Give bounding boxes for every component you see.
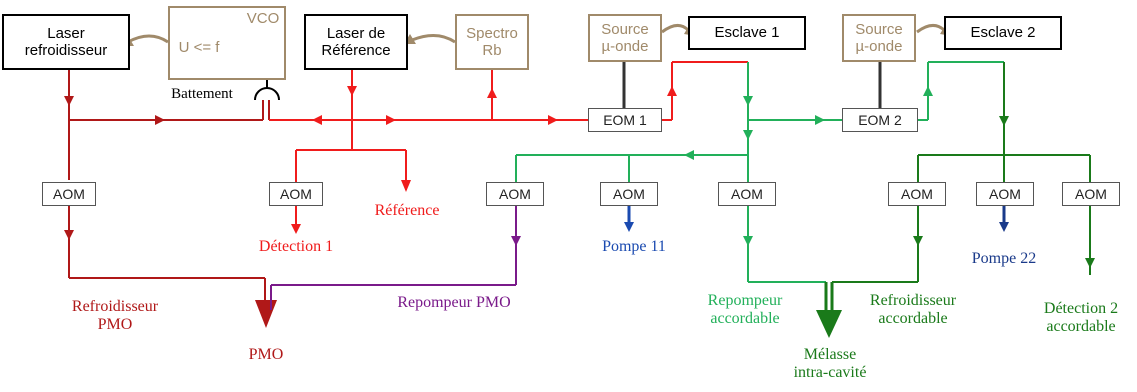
reference-path [269,61,748,232]
aom-cooler-acc: AOM [888,182,946,206]
melasse-label: Mélasse intra-cavité [793,346,867,382]
reference-label: Référence [374,202,440,219]
vco-formula: U <= f [178,39,220,56]
beat-label: Battement [171,86,233,102]
laser-cooler-box: Laser refroidisseur [2,14,130,70]
slave2-box: Esclave 2 [944,16,1062,50]
spectro-box: Spectro Rb [455,14,529,70]
refroidisseur-acc-label: Refroidisseur accordable [869,292,957,328]
slave1-box: Esclave 1 [688,16,806,50]
aom-detection2: AOM [1062,182,1120,206]
cooler-path [68,70,270,320]
repompeur-pmo-label: Repompeur PMO [397,294,511,311]
spectro-to-ref-arrow [411,34,456,44]
aom-repumper-acc: AOM [718,182,776,206]
pmo-label: PMO [248,346,284,363]
source2-to-slave2-arrow [916,24,946,34]
source1-box: Source µ-onde [588,14,662,62]
vco-to-laser-arrow [127,34,169,44]
aom-pompe22: AOM [976,182,1034,206]
aom-detection1: AOM [269,182,323,206]
slave2-path [832,62,1091,283]
detection1-label: Détection 1 [258,238,334,255]
vco-box [168,6,286,80]
laser-ref-box: Laser de Référence [304,14,408,70]
refroidisseur-pmo-label: Refroidisseur PMO [71,298,159,334]
slave1-path [515,61,1004,283]
aom-cooler: AOM [42,182,96,206]
eom2-box: EOM 2 [842,108,918,132]
vco-label: VCO [246,10,280,27]
source1-to-slave1-arrow [661,24,690,34]
repompeur-acc-label: Repompeur accordable [707,292,783,328]
eom1-box: EOM 1 [588,108,662,132]
pompe11-label: Pompe 11 [602,238,666,255]
aom-pompe11: AOM [600,182,658,206]
pompe22-label: Pompe 22 [971,250,1037,267]
source2-box: Source µ-onde [842,14,916,62]
detection2-label: Détection 2 accordable [1043,300,1119,336]
brown-arrows [127,24,946,44]
aom-repumper-pmo: AOM [486,182,544,206]
